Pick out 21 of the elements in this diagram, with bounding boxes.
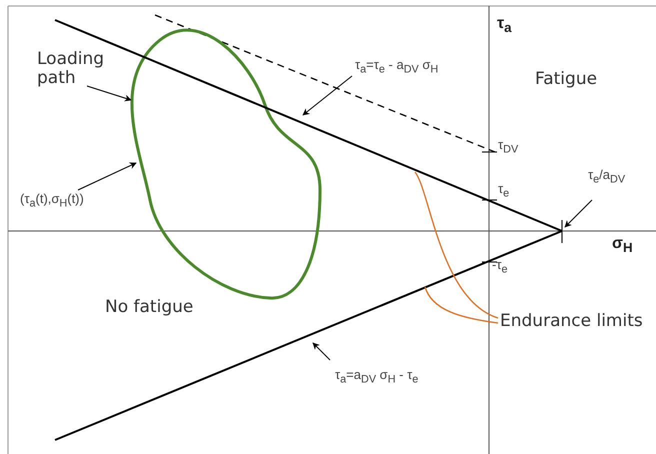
axis-label: τ$_{a}$: [497, 15, 512, 36]
equation-label: τ$_{a}$=a$_{DV}$ σ$_{H}$ - τ$_{e}$: [335, 368, 418, 386]
tick-label: τ$_{e}$: [498, 182, 510, 200]
leader-line: [424, 286, 498, 324]
region-label: Fatigue: [535, 70, 598, 89]
equation-label: τ$_{a}$=τ$_{e}$ - a$_{DV}$ σ$_{H}$: [355, 58, 438, 76]
leader-arrow: [86, 86, 132, 102]
tick-label: -τ$_{e}$: [492, 258, 508, 276]
callout-label: Endurance limits: [500, 312, 643, 331]
leader-arrow: [78, 162, 137, 190]
tick-label: τ$_{DV}$: [498, 138, 518, 156]
coordinate-label: (τ$_{a}$(t),σ$_{H}$(t)): [20, 192, 84, 210]
leader-line: [414, 172, 498, 319]
leader-arrow: [564, 200, 592, 228]
callout-label: Loading path: [37, 50, 117, 88]
leader-arrow: [312, 342, 330, 360]
leader-arrow: [302, 76, 352, 116]
intercept-label: τ$_{e}$/a$_{DV}$: [588, 168, 626, 186]
region-label: No fatigue: [105, 298, 194, 317]
axis-label: σ$_{H}$: [612, 235, 633, 256]
loading-path-curve: [130, 28, 322, 300]
